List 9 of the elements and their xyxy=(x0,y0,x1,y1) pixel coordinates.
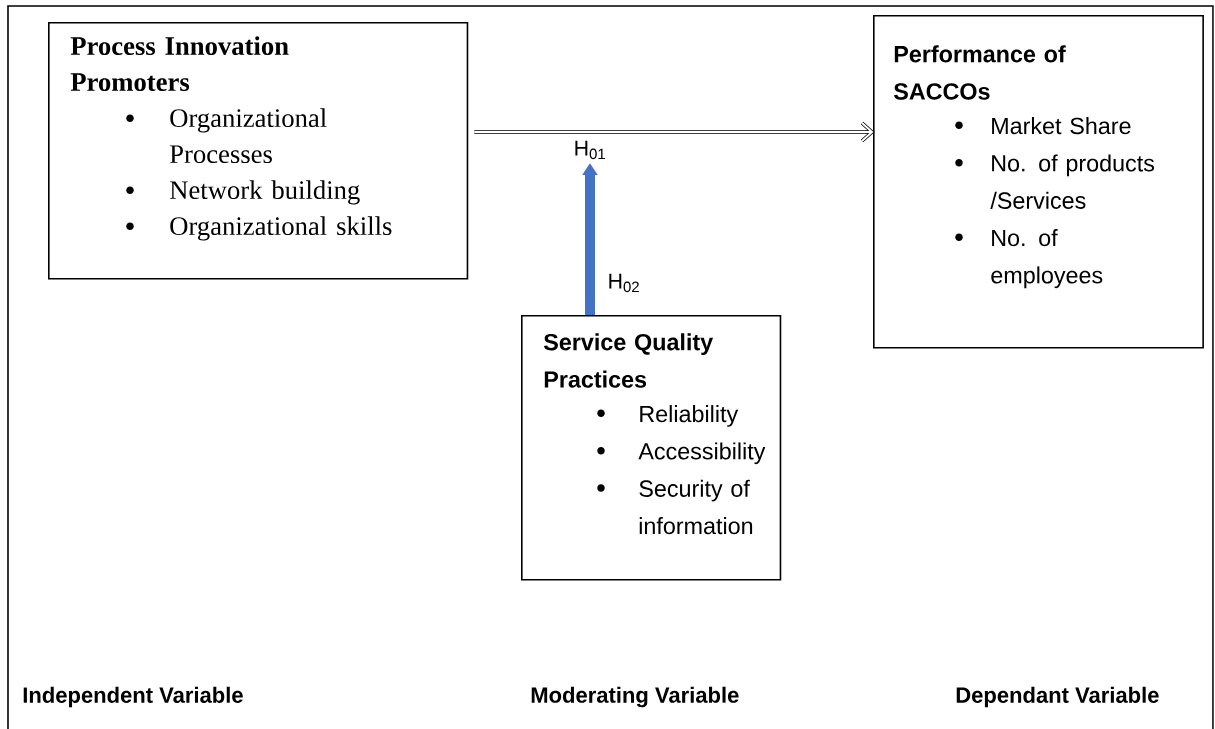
variable-label: Dependant Variable xyxy=(956,686,1159,708)
arrow xyxy=(472,121,875,143)
variable-box: Performance of SACCOs Market Share No. of products /Services No. of employees xyxy=(873,15,1204,349)
edge-label: H$_{02}$ xyxy=(606,272,642,294)
variable-box: Service Quality Practices Reliability Accessibility Security of information xyxy=(521,315,782,581)
variable-box: Process Innovation Promoters Organizational Processes Network building Organizational skills xyxy=(48,22,469,280)
variable-label: Moderating Variable xyxy=(531,686,739,708)
variable-label: Independent Variable xyxy=(23,686,243,708)
edge-label: H$_{01}$ xyxy=(572,139,608,161)
